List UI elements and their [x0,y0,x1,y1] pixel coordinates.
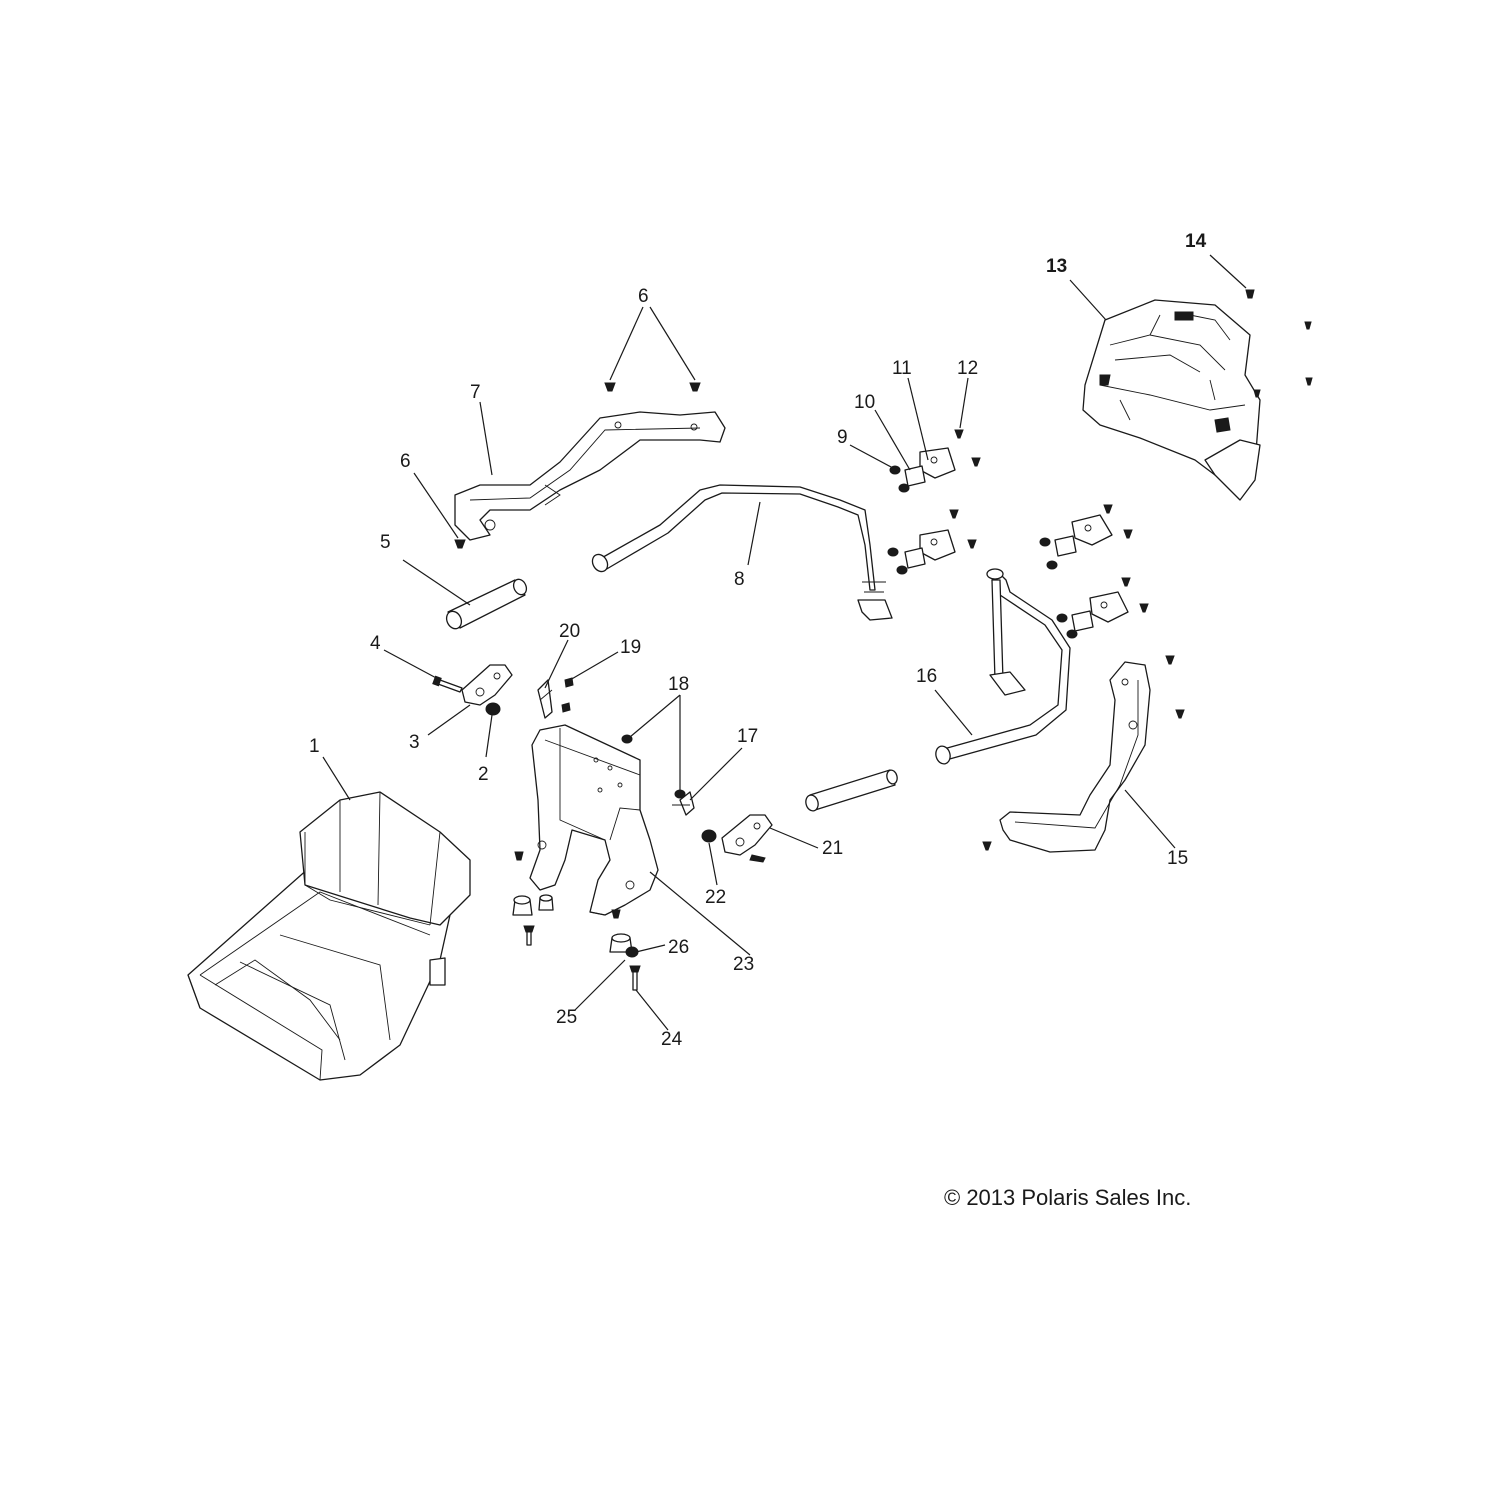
copyright-text: © 2013 Polaris Sales Inc. [944,1185,1191,1210]
grab-tube-left-part [445,578,528,630]
armrest-right-part [982,655,1185,853]
grab-bar-right-part [935,568,1071,765]
armrest-left-part [454,411,726,541]
seat-part [187,791,471,1081]
leader-lines [322,254,1247,1031]
callout-14: 14 [1185,231,1207,252]
callout-10: 10 [854,392,875,413]
clip-part [537,677,695,816]
callout-26: 26 [668,937,689,958]
callout-2: 2 [478,764,489,785]
callout-17: 17 [737,726,758,747]
screw-small-part [1245,289,1313,398]
grommet-part [512,894,633,953]
hinge-bracket-lower-part [887,509,977,575]
callout-13: 13 [1046,256,1067,277]
hinge-bracket-right-upper-part [1039,504,1133,570]
latch-bracket-left-part [461,664,513,706]
hinge-bracket-right-lower-part [1056,577,1149,639]
callout-18: 18 [668,674,689,695]
callout-11: 11 [892,358,912,379]
callout-6-top: 6 [638,286,649,307]
bolt-part [432,675,463,693]
callout-4: 4 [370,633,381,654]
mount-bolt-part [523,925,641,991]
callout-15: 15 [1167,848,1188,869]
callout-labels: 1 2 3 4 5 6 6 7 8 9 10 11 12 13 14 15 16… [309,231,1207,1050]
callout-23: 23 [733,954,754,975]
callout-24: 24 [661,1029,683,1050]
hinge-bracket-upper-part [889,429,981,493]
callout-20: 20 [559,621,580,642]
callout-21: 21 [822,838,843,859]
grab-tube-right-part [805,769,898,812]
callout-25: 25 [556,1007,577,1028]
screw-part [454,382,701,549]
callout-19: 19 [620,637,641,658]
rubber-bumper-right-part [701,829,717,843]
callout-3: 3 [409,732,420,753]
callout-16: 16 [916,666,937,687]
callout-8: 8 [734,569,745,590]
callout-5: 5 [380,532,391,553]
callout-7: 7 [470,382,481,403]
latch-bracket-right-part [721,814,773,863]
storage-box-part [1082,299,1261,501]
callout-6-left: 6 [400,451,411,472]
callout-1: 1 [309,736,320,757]
callout-9: 9 [837,427,848,448]
seat-frame-part [514,724,659,919]
callout-12: 12 [957,358,978,379]
grab-bar-main-part [591,484,893,621]
callout-22: 22 [705,887,726,908]
nut-part [621,734,686,799]
rubber-bumper-part [485,702,501,716]
